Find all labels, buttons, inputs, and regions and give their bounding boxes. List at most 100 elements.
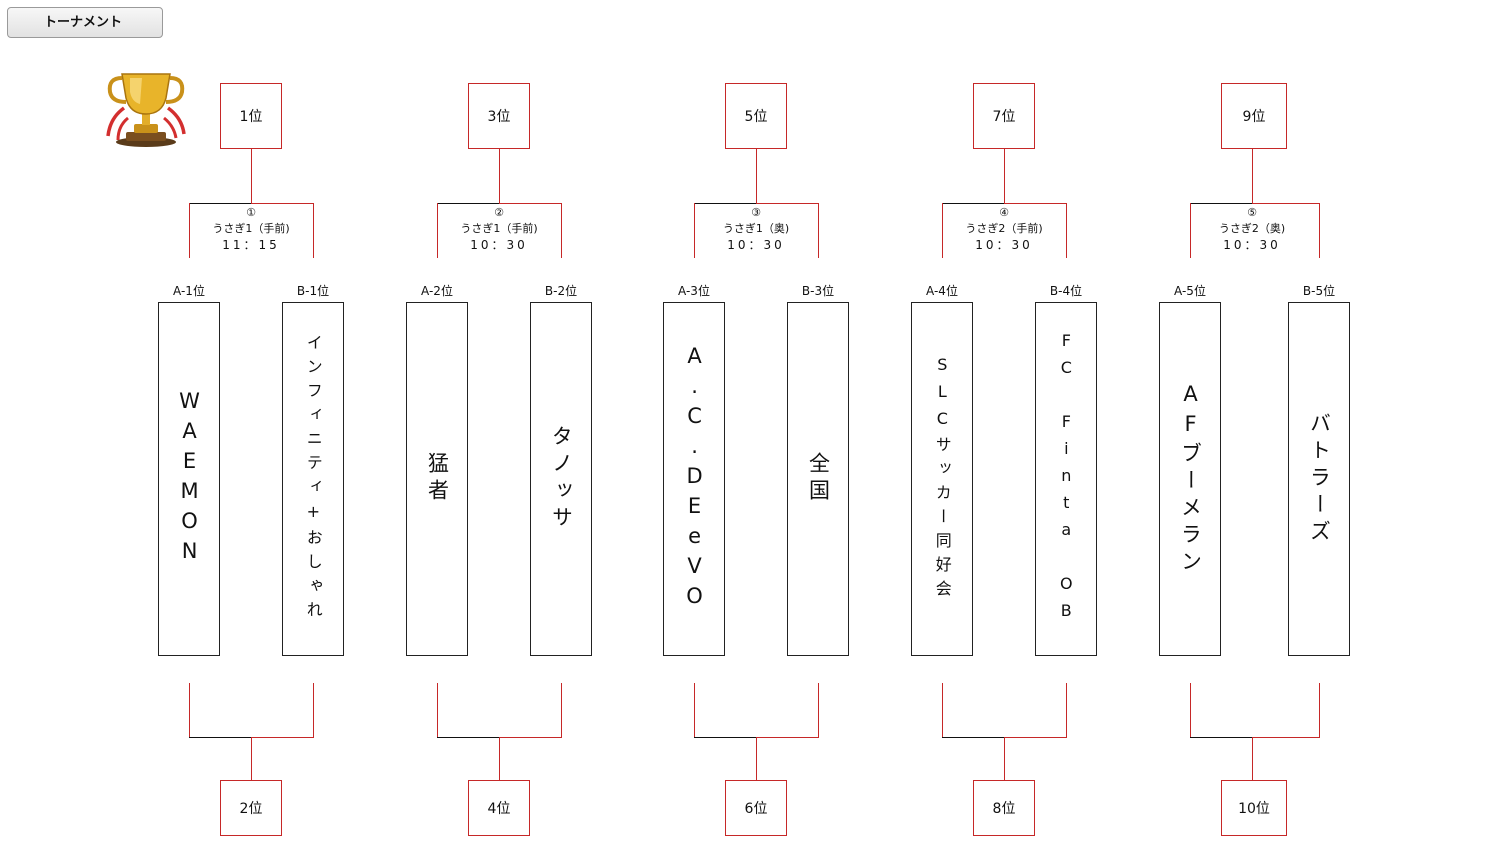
connector-line — [942, 737, 1004, 738]
connector-line — [1319, 683, 1320, 738]
connector-line — [694, 203, 695, 258]
connector-line — [1190, 203, 1252, 204]
connector-line — [437, 203, 438, 258]
connector-line — [1066, 683, 1067, 738]
slot-label: A-5位 — [1174, 284, 1206, 298]
team-box[interactable]: WAEMON — [158, 302, 220, 656]
match-court: うさぎ1（奥) — [722, 222, 790, 235]
connector-line — [942, 203, 943, 258]
match-court: うさぎ2（手前) — [965, 222, 1043, 235]
match-number: ② — [494, 206, 504, 219]
team-name: インフィニティ+おしゃれ — [303, 333, 323, 625]
slot-label: B-4位 — [1049, 284, 1083, 298]
connector-line — [499, 203, 562, 204]
match-info: ① うさぎ1（手前) 11：15 — [189, 205, 313, 253]
team-name: AFブーメラン — [1178, 381, 1203, 577]
trophy-icon — [106, 73, 186, 147]
connector-line — [499, 737, 500, 781]
team-box[interactable]: インフィニティ+おしゃれ — [282, 302, 344, 656]
match-court: うさぎ1（手前) — [212, 222, 290, 235]
match-number: ④ — [999, 206, 1009, 219]
bottom-rank-box: 2位 — [220, 780, 282, 836]
team-box[interactable]: FC Finta OB — [1035, 302, 1097, 656]
team-box[interactable]: タノッサ — [530, 302, 592, 656]
team-name: WAEMON — [177, 389, 202, 569]
match-time: 11：15 — [222, 238, 280, 252]
connector-line — [251, 149, 252, 204]
tournament-tab-button[interactable]: トーナメント — [7, 7, 163, 38]
connector-line — [818, 203, 819, 258]
slot-label: B-3位 — [801, 284, 835, 298]
connector-line — [313, 683, 314, 738]
connector-line — [437, 683, 438, 738]
team-name: FC Finta OB — [1056, 330, 1076, 628]
team-box[interactable]: AFブーメラン — [1159, 302, 1221, 656]
match-court: うさぎ1（手前) — [460, 222, 538, 235]
connector-line — [1252, 149, 1253, 204]
connector-line — [561, 683, 562, 738]
connector-line — [251, 737, 314, 738]
connector-line — [437, 203, 499, 204]
slot-label: B-1位 — [296, 284, 330, 298]
team-name: タノッサ — [549, 425, 574, 533]
connector-line — [756, 737, 757, 781]
connector-line — [694, 683, 695, 738]
bottom-rank-box: 6位 — [725, 780, 787, 836]
connector-line — [251, 203, 314, 204]
team-name: 全国 — [806, 452, 831, 506]
slot-label: B-5位 — [1302, 284, 1336, 298]
connector-line — [1190, 203, 1191, 258]
team-box[interactable]: 猛者 — [406, 302, 468, 656]
connector-line — [189, 203, 190, 258]
connector-line — [1004, 737, 1005, 781]
team-box[interactable]: バトラーズ — [1288, 302, 1350, 656]
team-box[interactable]: 全国 — [787, 302, 849, 656]
top-rank-box: 9位 — [1221, 83, 1287, 149]
connector-line — [1252, 737, 1253, 781]
connector-line — [1004, 149, 1005, 204]
connector-line — [1190, 683, 1191, 738]
connector-line — [942, 683, 943, 738]
connector-line — [1190, 737, 1252, 738]
top-rank-box: 3位 — [468, 83, 530, 149]
connector-line — [1319, 203, 1320, 258]
connector-line — [437, 737, 499, 738]
team-box[interactable]: A.C.DEeVO — [663, 302, 725, 656]
match-number: ③ — [751, 206, 761, 219]
match-time: 10：30 — [975, 238, 1033, 252]
bottom-rank-box: 4位 — [468, 780, 530, 836]
team-box[interactable]: SLCサッカー同好会 — [911, 302, 973, 656]
bottom-rank-box: 8位 — [973, 780, 1035, 836]
top-rank-box: 7位 — [973, 83, 1035, 149]
match-number: ① — [246, 206, 256, 219]
connector-line — [694, 203, 756, 204]
connector-line — [313, 203, 314, 258]
connector-line — [756, 737, 819, 738]
slot-label: A-4位 — [926, 284, 958, 298]
connector-line — [189, 203, 251, 204]
connector-line — [1252, 737, 1320, 738]
connector-line — [818, 683, 819, 738]
team-name: A.C.DEeVO — [682, 344, 707, 614]
slot-label: B-2位 — [544, 284, 578, 298]
slot-label: A-3位 — [678, 284, 710, 298]
connector-line — [942, 203, 1004, 204]
match-court: うさぎ2（奥) — [1218, 222, 1286, 235]
match-info: ⑤ うさぎ2（奥) 10：30 — [1190, 205, 1314, 253]
connector-line — [189, 683, 190, 738]
connector-line — [189, 737, 251, 738]
bottom-rank-box: 10位 — [1221, 780, 1287, 836]
team-name: 猛者 — [425, 452, 450, 506]
top-rank-box: 1位 — [220, 83, 282, 149]
match-info: ④ うさぎ2（手前) 10：30 — [942, 205, 1066, 253]
connector-line — [1252, 203, 1320, 204]
connector-line — [251, 737, 252, 781]
match-time: 10：30 — [1223, 238, 1281, 252]
connector-line — [1004, 737, 1067, 738]
match-number: ⑤ — [1247, 206, 1257, 219]
connector-line — [561, 203, 562, 258]
match-time: 10：30 — [727, 238, 785, 252]
connector-line — [756, 149, 757, 204]
connector-line — [756, 203, 819, 204]
